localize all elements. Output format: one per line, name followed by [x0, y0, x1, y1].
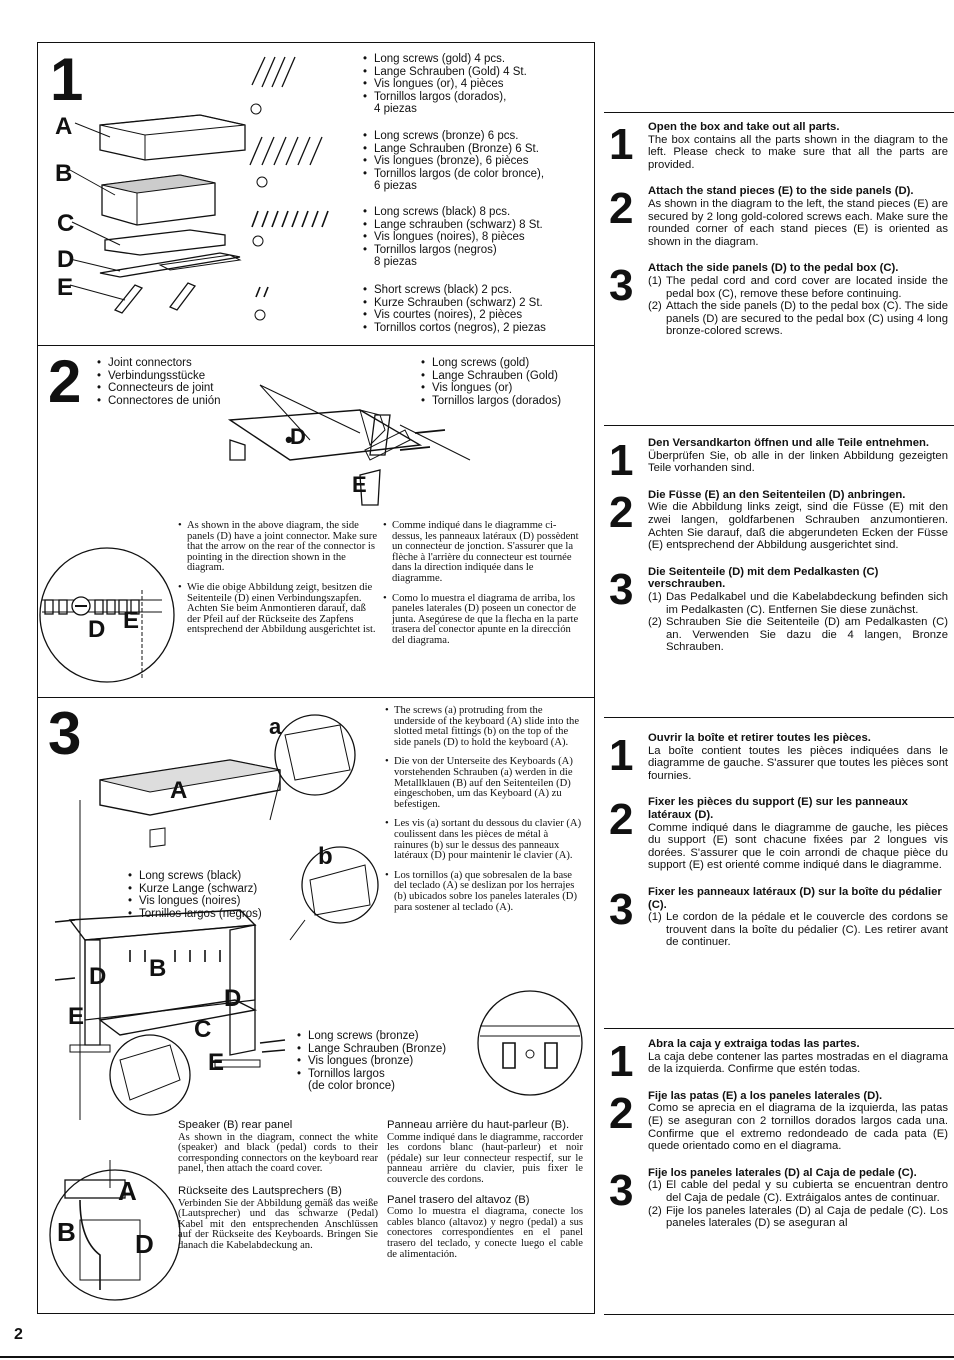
- language-divider: [604, 1314, 954, 1315]
- diagram-label-d: D: [290, 424, 306, 449]
- step-es-3: 3 Fije los paneles laterales (D) al Caja…: [609, 1165, 948, 1230]
- callout-a: a: [269, 714, 282, 739]
- joint-notes-left: •As shown in the above diagram, the side…: [178, 520, 378, 636]
- instructions-french: 1 Ouvrir la boîte et retirer toutes les …: [604, 732, 948, 963]
- step-en-1: 1 Open the box and take out all parts. T…: [609, 120, 948, 171]
- keyboard-mount-diagram: [54, 714, 379, 1120]
- step-es-1: 1 Abra la caja y extraiga todas las part…: [609, 1037, 948, 1086]
- bottom-rule: [0, 1356, 954, 1358]
- step-de-1: 1 Den Versandkarton öffnen und alle Teil…: [609, 436, 948, 485]
- side-label-d-left: D: [89, 963, 107, 990]
- screws-bronze-list: •Long screws (bronze) 6 pcs. •Lange Schr…: [363, 130, 545, 193]
- step-fr-3: 3 Fixer les panneaux latéraux (D) sur la…: [609, 884, 948, 949]
- black-screws-list: •Long screws (black) •Kurze Lange (schwa…: [128, 870, 262, 920]
- screws-black-list: •Long screws (black) 8 pcs. •Lange schra…: [363, 206, 543, 269]
- instructions-spanish: 1 Abra la caja y extraiga todas las part…: [604, 1038, 948, 1244]
- svg-text:•: •: [285, 427, 293, 452]
- section-number-2: 2: [48, 348, 82, 415]
- speaker-label-b: B: [149, 955, 167, 982]
- step-fr-1: 1 Ouvrir la boîte et retirer toutes les …: [609, 731, 948, 782]
- language-divider: [604, 717, 954, 718]
- side-panel-diagram: •: [227, 384, 471, 506]
- long-gold-screws-list: •Long screws (gold) •Lange Schrauben (Go…: [421, 357, 562, 407]
- joint-connector-inset: [39, 547, 175, 683]
- step-de-3: 3 Die Seitenteile (D) mit dem Pedalkaste…: [609, 564, 948, 654]
- pedal-inset: [477, 990, 583, 1096]
- step-en-2: 2 Attach the stand pieces (E) to the sid…: [609, 184, 948, 248]
- speaker-rear-inset: [49, 1160, 181, 1301]
- part-label-e: E: [57, 274, 74, 301]
- step-en-3: 3 Attach the side panels (D) to the peda…: [609, 261, 948, 338]
- section-number-1: 1: [50, 46, 84, 113]
- page-number: 2: [14, 1326, 23, 1343]
- step-fr-2: 2 Fixer les pièces du support (E) sur le…: [609, 795, 948, 872]
- section-divider: [37, 345, 595, 346]
- speaker-panel-text-left: Speaker (B) rear panel As shown in the d…: [178, 1119, 378, 1251]
- diagram-label-e: E: [352, 472, 367, 497]
- joint-connectors-list: •Joint connectors •Verbindungsstücke •Co…: [97, 357, 221, 407]
- instructions-german: 1 Den Versandkarton öffnen und alle Teil…: [604, 437, 948, 668]
- joint-notes-right: •Comme indiqué dans le diagramme ci-dess…: [383, 520, 579, 646]
- language-divider: [604, 425, 954, 426]
- keyboard-label-a: A: [170, 777, 188, 804]
- inset-label-d: D: [88, 616, 106, 643]
- keyboard-mount-notes: •The screws (a) protruding from the unde…: [385, 705, 582, 913]
- instructions-english: 1 Open the box and take out all parts. T…: [604, 121, 948, 352]
- step-es-2: 2 Fije las patas (E) a los paneles later…: [609, 1088, 948, 1153]
- section-divider: [37, 697, 595, 698]
- screws-short-list: •Short screws (black) 2 pcs. •Kurze Schr…: [363, 284, 546, 334]
- part-label-b: B: [55, 160, 73, 187]
- pedal-label-c: C: [194, 1016, 212, 1043]
- screws-gold-list: •Long screws (gold) 4 pcs. •Lange Schrau…: [363, 53, 527, 116]
- stand-label-e-left: E: [68, 1003, 85, 1030]
- assembly-diagram-frame: [37, 42, 595, 1314]
- language-divider: [604, 112, 954, 113]
- inset-label-a: A: [118, 1176, 137, 1206]
- inset-label-e: E: [123, 607, 140, 634]
- speaker-panel-text-right: Panneau arrière du haut-parleur (B). Com…: [387, 1119, 583, 1260]
- section-number-3: 3: [48, 700, 82, 767]
- callout-b: b: [318, 843, 333, 870]
- part-label-a: A: [55, 113, 73, 140]
- step-de-2: 2 Die Füsse (E) an den Seitenteilen (D) …: [609, 487, 948, 552]
- inset-label-d: D: [135, 1229, 154, 1259]
- part-label-c: C: [57, 210, 75, 237]
- bronze-screws-list: •Long screws (bronze) •Lange Schrauben (…: [297, 1030, 447, 1093]
- parts-illustration: [69, 56, 329, 321]
- inset-label-b: B: [57, 1217, 76, 1247]
- side-label-d-right: D: [224, 985, 242, 1012]
- part-label-d: D: [57, 246, 75, 273]
- language-divider: [604, 1028, 954, 1029]
- stand-label-e-right: E: [208, 1049, 225, 1076]
